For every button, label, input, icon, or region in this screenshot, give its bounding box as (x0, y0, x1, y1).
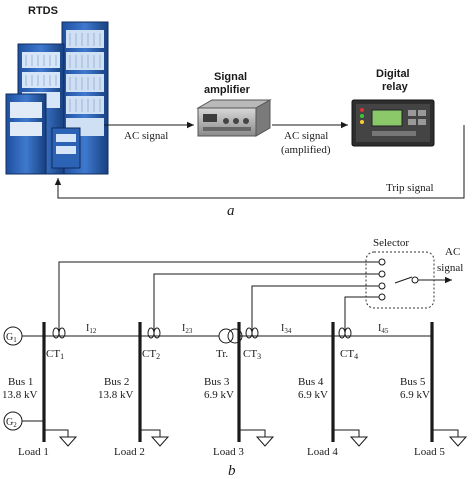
bus-5-voltage: 6.9 kV (400, 389, 430, 401)
ct4-label: CT4 (340, 348, 358, 361)
rtds-label: RTDS (28, 5, 58, 17)
bus-3-name: Bus 3 (204, 376, 230, 388)
transformer-label: Tr. (216, 348, 228, 360)
ct1-signal-wire (59, 262, 379, 336)
part-a-caption: a (227, 203, 235, 219)
load-1-label: Load 1 (18, 446, 49, 458)
selector-label: Selector (373, 237, 409, 249)
load-3-label: Load 3 (213, 446, 244, 458)
selector-output-label-line1: AC (445, 246, 460, 258)
bus-2-name: Bus 2 (104, 376, 129, 388)
ct1-label: CT1 (46, 348, 64, 361)
ac-signal-amplified-label-line2: (amplified) (281, 144, 331, 156)
current-i12-label: I12 (86, 323, 97, 335)
amplifier-device-icon (198, 100, 270, 136)
part-b-single-line-diagram: Selector AC signal G1 G2 (2, 237, 466, 479)
ct3-signal-wire (252, 286, 379, 336)
part-a-block-diagram: RTDS (6, 5, 464, 219)
bus-5-name: Bus 5 (400, 376, 426, 388)
ct4-signal-wire (345, 297, 379, 336)
load-2-icon (140, 430, 168, 446)
relay-device-icon (352, 100, 434, 146)
ct2-label: CT2 (142, 348, 160, 361)
relay-label-line1: Digital (376, 68, 410, 80)
generator-g1: G1 (4, 327, 22, 345)
bus-4-name: Bus 4 (298, 376, 324, 388)
load-1-icon (44, 430, 76, 446)
current-i23-label: I23 (182, 323, 193, 335)
amplifier-label-line2: amplifier (204, 84, 251, 96)
selector-switch-icon (379, 259, 418, 300)
part-b-caption: b (228, 463, 236, 479)
ct3-label: CT3 (243, 348, 261, 361)
current-i34-label: I34 (281, 323, 292, 335)
bus-3-voltage: 6.9 kV (204, 389, 234, 401)
ac-signal-label: AC signal (124, 130, 168, 142)
load-4-label: Load 4 (307, 446, 338, 458)
current-i45-label: I45 (378, 323, 389, 335)
bus-2-voltage: 13.8 kV (98, 389, 134, 401)
bus-1-name: Bus 1 (8, 376, 33, 388)
generator-g2: G2 (4, 412, 44, 430)
amplifier-label-line1: Signal (214, 71, 247, 83)
load-4-icon (333, 430, 367, 446)
rtds-racks-icon (6, 22, 108, 174)
trip-signal-label: Trip signal (386, 182, 434, 194)
bus-4-voltage: 6.9 kV (298, 389, 328, 401)
ac-signal-amplified-label-line1: AC signal (284, 130, 328, 142)
selector-output-label-line2: signal (437, 262, 463, 274)
load-2-label: Load 2 (114, 446, 145, 458)
bus-1-voltage: 13.8 kV (2, 389, 38, 401)
load-3-icon (239, 430, 273, 446)
load-5-icon (432, 430, 466, 446)
load-5-label: Load 5 (414, 446, 445, 458)
relay-label-line2: relay (382, 81, 409, 93)
